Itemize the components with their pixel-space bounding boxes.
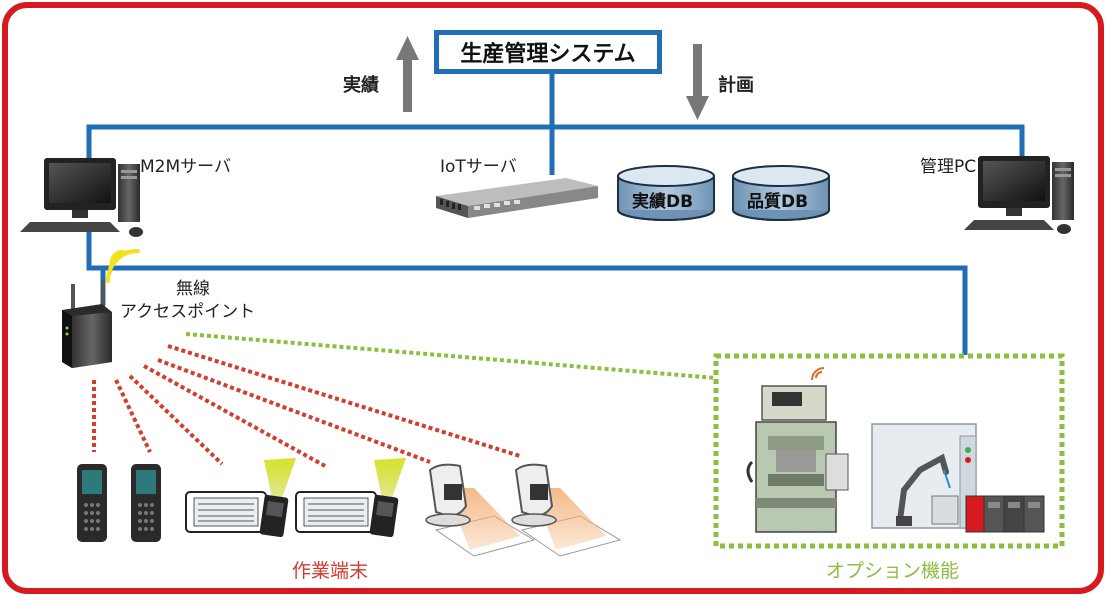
wifi-router-icon <box>62 280 112 368</box>
wifi-signal-icon <box>106 249 140 283</box>
tablet-scanner-icon <box>295 458 406 538</box>
m2m-server-label: M2Mサーバ <box>140 157 231 177</box>
down-arrow-icon <box>686 44 709 120</box>
handheld-scanner-icon <box>77 464 107 542</box>
plc-unit-icon <box>965 495 1045 533</box>
flow-down-label: 計画 <box>718 75 754 96</box>
admin-pc-label: 管理PC <box>920 157 977 177</box>
database-icon <box>732 165 830 221</box>
main-system-box: 生産管理システム <box>434 30 662 74</box>
press-machine-icon <box>746 367 849 533</box>
options-box <box>713 353 1065 549</box>
rack-server-icon <box>436 178 598 218</box>
database-icon <box>617 165 715 221</box>
tablet-scanner-icon <box>185 458 296 538</box>
ap-label-line2: アクセスポイント <box>120 302 256 322</box>
flow-up-label: 実績 <box>343 75 379 96</box>
desktop-pc-icon <box>20 158 143 237</box>
barcode-scanner-icon <box>511 463 622 557</box>
barcode-scanner-icon <box>425 463 536 557</box>
up-arrow-icon <box>396 36 419 112</box>
ap-label-line1: 無線 <box>176 279 210 299</box>
iot-server-label: IoTサーバ <box>440 157 517 177</box>
robot-cell-icon <box>871 423 977 529</box>
wireless-links-terminals <box>92 344 521 468</box>
desktop-pc-icon <box>964 156 1074 234</box>
db-label: 実績DB <box>632 192 694 212</box>
options-category-label: オプション機能 <box>826 560 960 582</box>
terminals-category-label: 作業端末 <box>292 560 369 582</box>
main-system-label: 生産管理システム <box>460 42 636 67</box>
db-label: 品質DB <box>747 192 809 212</box>
wireless-link-options <box>185 332 717 380</box>
handheld-scanner-icon <box>131 464 161 542</box>
